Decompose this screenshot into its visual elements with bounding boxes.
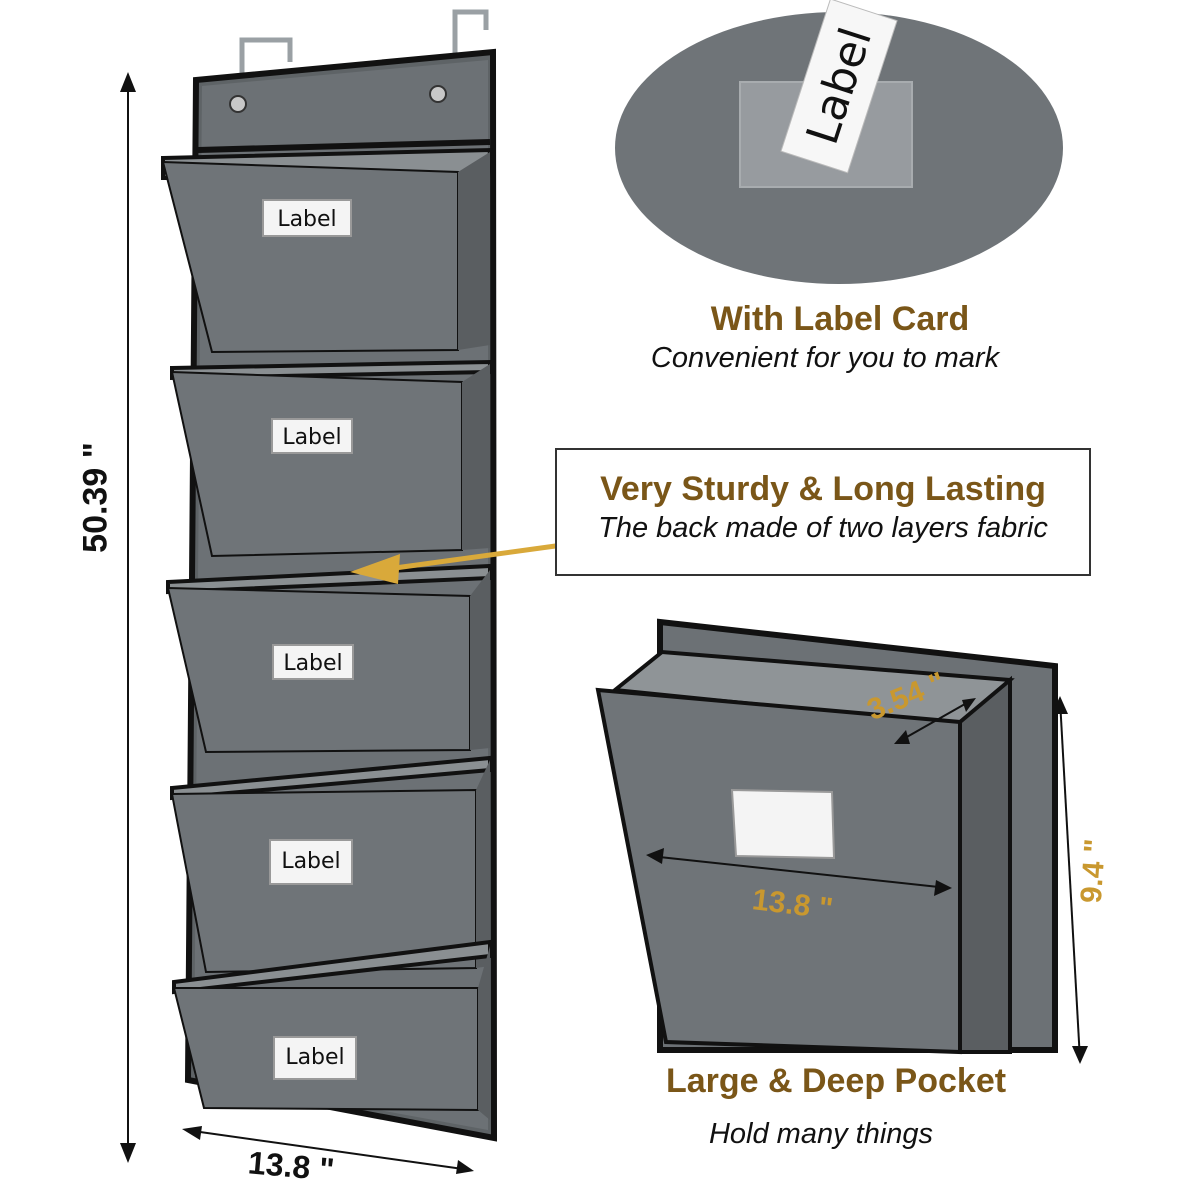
pocket xyxy=(170,359,492,558)
pocket-label-text: Label xyxy=(285,1045,344,1070)
pocket-label-text: Label xyxy=(282,425,341,450)
label-card-heading: With Label Card xyxy=(710,300,970,338)
pocket-label-text: Label xyxy=(281,849,340,874)
callout-arrow xyxy=(350,541,571,584)
pocket xyxy=(161,147,493,354)
width-dimension-arrow xyxy=(182,1126,474,1174)
pocket-depth-arrow xyxy=(894,698,976,744)
label-card-subtitle: Convenient for you to mark xyxy=(650,342,1000,374)
sturdy-subtitle: The back made of two layers fabric xyxy=(598,512,1048,544)
pocket-height-label: 9.4 " xyxy=(1074,837,1113,905)
pocket xyxy=(170,755,492,974)
pocket-detail xyxy=(595,618,1058,1055)
pocket-subtitle: Hold many things xyxy=(708,1118,934,1150)
pocket xyxy=(172,939,492,1120)
pocket-heading: Large & Deep Pocket xyxy=(665,1062,1007,1100)
width-dimension-label: 13.8 " xyxy=(246,1144,336,1188)
door-hook-icon xyxy=(239,9,489,84)
sturdy-heading: Very Sturdy & Long Lasting xyxy=(600,470,1046,508)
height-dimension-arrow xyxy=(120,72,136,1163)
pocket-width-arrow xyxy=(646,848,952,896)
sturdy-callout-box xyxy=(555,448,1091,576)
pocket-height-arrow xyxy=(1052,696,1088,1064)
pocket-label-text: Label xyxy=(277,207,336,232)
label-card-closeup: Label xyxy=(615,0,1063,284)
pocket-label-text: Label xyxy=(283,651,342,676)
height-dimension-label: 50.39 " xyxy=(76,442,115,553)
